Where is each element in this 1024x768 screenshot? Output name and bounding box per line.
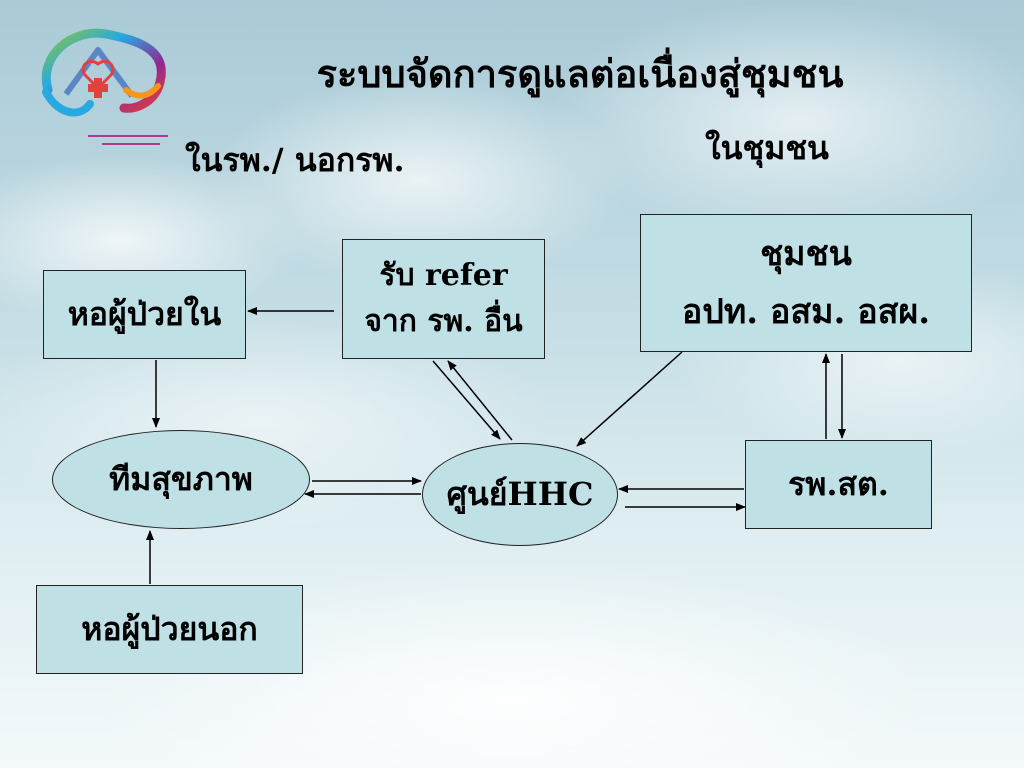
slide-title: ระบบจัดการดูแลต่อเนื่องสู่ชุมชน xyxy=(316,51,844,96)
node-community-line2: อปท. อสม. อสผ. xyxy=(681,292,931,332)
node-outpatient-ward: หอผู้ป่วยนอก xyxy=(36,585,303,674)
node-hhc-center-label: ศูนย์HHC xyxy=(446,475,594,513)
node-inpatient-ward: หอผู้ป่วยใน xyxy=(43,270,246,359)
node-health-team: ทีมสุขภาพ xyxy=(52,430,310,529)
node-hhc-center: ศูนย์HHC xyxy=(422,443,618,546)
section-label-community: ในชุมชน xyxy=(705,129,829,167)
node-outpatient-ward-label: หอผู้ป่วยนอก xyxy=(81,610,258,648)
node-health-team-label: ทีมสุขภาพ xyxy=(109,460,253,498)
arrow-community-to-hhc xyxy=(576,351,683,447)
arrow-refer-to-hhc xyxy=(432,360,501,440)
node-rpst: รพ.สต. xyxy=(745,440,932,529)
node-receive-referral-line1: รับ refer xyxy=(379,258,508,293)
section-label-hospital: ในรพ./ นอกรพ. xyxy=(185,141,405,179)
node-inpatient-ward-label: หอผู้ป่วยใน xyxy=(67,295,222,333)
node-community: ชุมชน อปท. อสม. อสผ. xyxy=(640,214,972,352)
node-receive-referral: รับ refer จาก รพ. อื่น xyxy=(342,239,545,359)
hospital-logo xyxy=(41,28,168,145)
node-rpst-label: รพ.สต. xyxy=(788,465,889,503)
arrow-hhc-to-refer xyxy=(447,360,513,441)
node-receive-referral-line2: จาก รพ. อื่น xyxy=(364,304,523,339)
node-community-line1: ชุมชน xyxy=(760,234,852,274)
